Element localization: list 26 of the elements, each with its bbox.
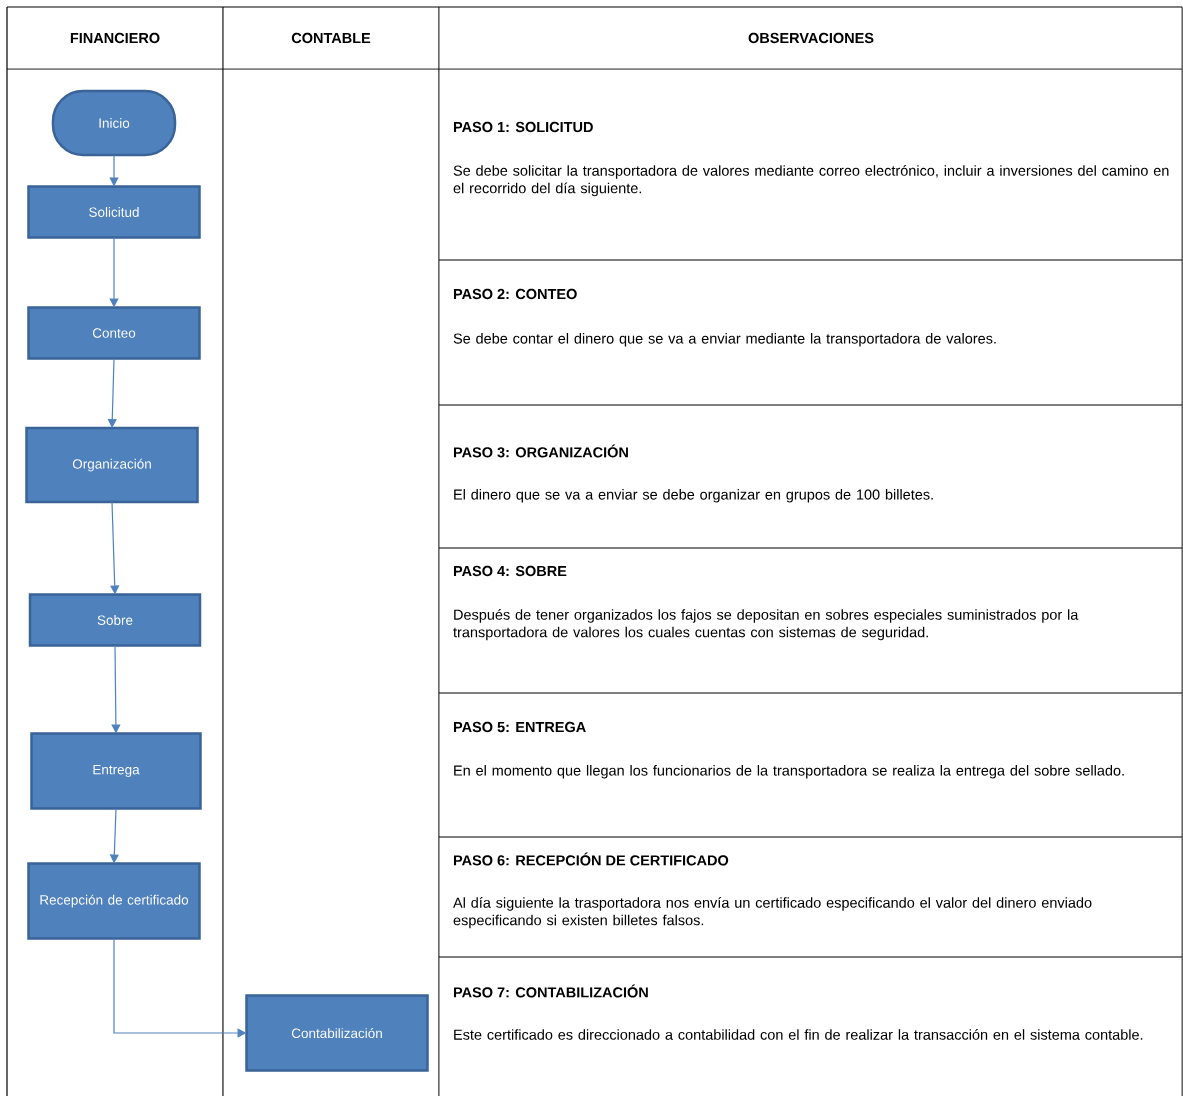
process-box: Conteo <box>27 306 201 360</box>
step-heading: PASO 1: SOLICITUD <box>454 121 593 133</box>
step-description: Este certificado es direccionado a contabilidad con el fin de realizar la transacción en el sistema contable. <box>454 1029 1143 1040</box>
column-header: CONTABLE <box>291 32 371 44</box>
step-heading: PASO 5: ENTREGA <box>454 721 586 733</box>
column-header: OBSERVACIONES <box>748 32 874 44</box>
step-description: Se debe solicitar la transportadora de valores mediante correo electrónico, incluir a inversiones del camino en el recorrido del día siguiente. <box>453 165 1169 197</box>
step-heading: PASO 7: CONTABILIZACIÓN <box>454 984 648 998</box>
step-description: El dinero que se va a enviar se debe organizar en grupos de 100 billetes. <box>454 489 933 503</box>
step-description: En el momento que llegan los funcionarios de la transportadora se realiza la entrega del sobre sellado. <box>454 765 1124 779</box>
step-heading: PASO 2: CONTEO <box>454 288 577 300</box>
process-box: Recepción de certificado <box>27 862 201 940</box>
process-box: Solicitud <box>27 185 201 239</box>
step-heading: PASO 6: RECEPCIÓN DE CERTIFICADO <box>454 852 729 866</box>
process-box: Sobre <box>28 593 202 647</box>
step-heading: PASO 3: ORGANIZACIÓN <box>454 444 628 458</box>
step-description: Después de tener organizados los fajos se depositan en sobres especiales suministrados por la transportadora de valores los cuales cuentas con sistemas de seguridad. <box>453 609 1079 641</box>
arrow <box>107 357 117 428</box>
process-box: Entrega <box>30 732 202 810</box>
step-heading: PASO 4: SOBRE <box>454 565 567 577</box>
column-header: FINANCIERO <box>70 32 160 44</box>
step-description: Al día siguiente la trasportadora nos envía un certificado especificando el valor del dinero enviado especificando si existen billetes falsos. <box>453 897 1092 929</box>
process-box: Organización <box>25 426 199 504</box>
start-terminal: Inicio <box>51 89 177 157</box>
process-box: Contabilización <box>245 994 429 1072</box>
step-description: Se debe contar el dinero que se va a enviar mediante la transportadora de valores. <box>453 333 996 347</box>
